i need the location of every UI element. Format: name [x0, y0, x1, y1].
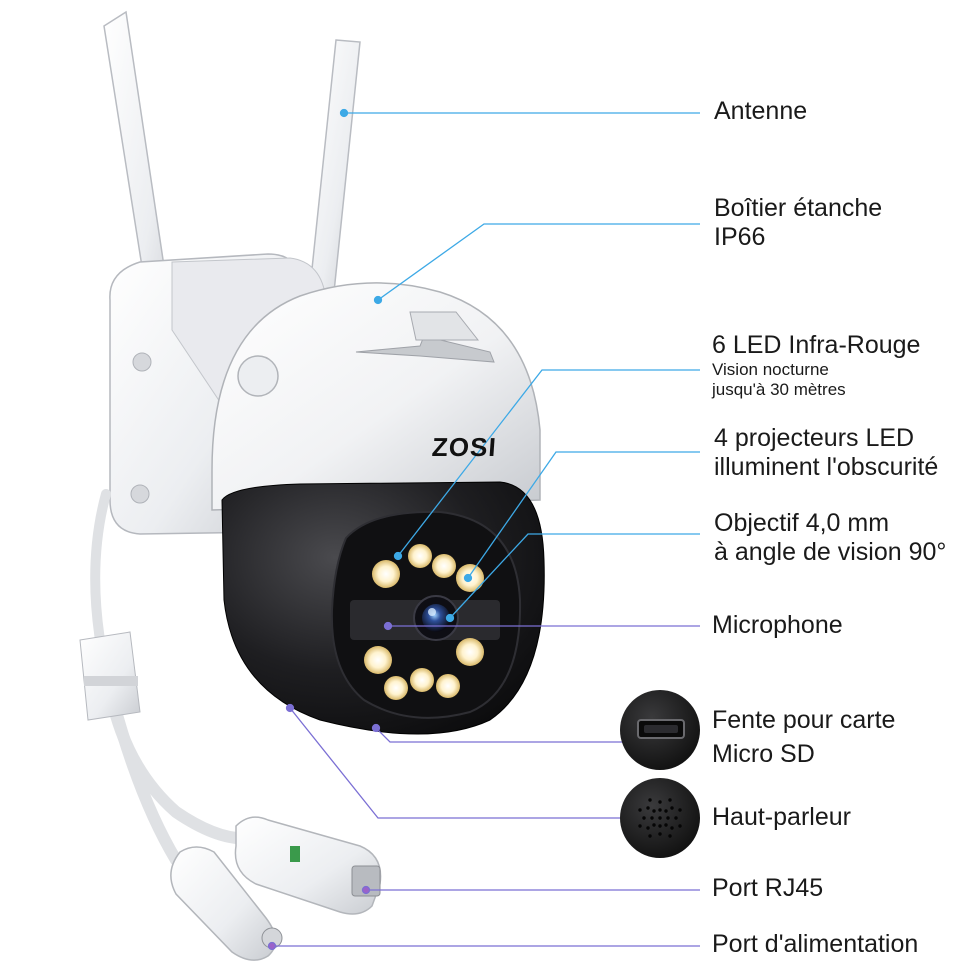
label-microphone-text: Microphone — [712, 611, 843, 639]
label-ir-led: 6 LED Infra-Rouge Vision nocturne jusqu'… — [712, 331, 920, 400]
led — [410, 668, 434, 692]
grille-hole — [664, 823, 668, 827]
antenna-right — [309, 39, 361, 293]
black-body — [221, 481, 545, 735]
dome-housing — [211, 282, 541, 511]
label-ir-sub1: Vision nocturne — [712, 360, 829, 379]
cable-splitter — [79, 631, 141, 721]
lens — [413, 595, 459, 641]
grille-hole — [658, 800, 662, 804]
leader-dot — [339, 108, 349, 118]
grille-hole — [658, 832, 662, 836]
label-rj45-text: Port RJ45 — [712, 874, 824, 902]
grille-hole — [678, 824, 682, 828]
grille-hole — [658, 808, 662, 812]
led — [432, 554, 456, 578]
label-lens: Objectif 4,0 mm à angle de vision 90° — [714, 509, 946, 567]
grille-hole — [646, 806, 650, 810]
leader-lines — [267, 108, 700, 951]
leader-dot — [371, 723, 381, 733]
label-antenna-text: Antenne — [714, 97, 808, 125]
label-housing-line1: Boîtier étanche — [714, 194, 883, 222]
led — [364, 646, 392, 674]
leader-spotlight — [467, 451, 700, 579]
grille-hole — [678, 808, 682, 812]
label-antenna: Antenne — [714, 97, 807, 126]
grille-hole — [638, 808, 642, 812]
grille-hole — [648, 834, 652, 838]
leader-dot — [463, 573, 473, 583]
label-sd: Fente pour carte Micro SD — [712, 703, 895, 771]
grille-hole — [664, 809, 668, 813]
leader-dot — [445, 613, 455, 623]
brand-logo: ZOSI — [430, 432, 498, 462]
leader-lens — [449, 533, 700, 619]
led-array — [364, 544, 484, 700]
led — [372, 560, 400, 588]
label-sd-line1: Fente pour carte — [712, 706, 896, 734]
grille-hole — [648, 798, 652, 802]
leader-dot — [267, 941, 277, 951]
leader-dot — [361, 885, 371, 895]
grille-hole — [642, 816, 646, 820]
grille-hole — [668, 798, 672, 802]
grille-hole — [670, 826, 674, 830]
leader-dot — [373, 295, 383, 305]
label-spot-line2: illuminent l'obscurité — [714, 453, 939, 481]
rj45-connector — [234, 816, 382, 915]
label-power-text: Port d'alimentation — [712, 930, 919, 958]
grille-hole — [646, 826, 650, 830]
label-lens-line2: à angle de vision 90° — [714, 538, 947, 566]
micro-sd-slot-icon — [620, 690, 700, 770]
label-housing: Boîtier étanche IP66 — [714, 194, 882, 252]
label-housing-line2: IP66 — [714, 223, 766, 251]
label-spotlights: 4 projecteurs LED illuminent l'obscurité — [714, 424, 938, 482]
label-speaker: Haut-parleur — [712, 803, 851, 832]
label-ir-sub2: jusqu'à 30 mètres — [712, 380, 846, 399]
leader-dot — [285, 703, 295, 713]
leader-dot — [393, 551, 403, 561]
leader-speaker — [289, 707, 624, 819]
grille-hole — [652, 809, 656, 813]
label-ir-title: 6 LED Infra-Rouge — [712, 331, 921, 359]
label-sd-line2: Micro SD — [712, 740, 815, 768]
grille-hole — [638, 824, 642, 828]
leader-housing — [377, 223, 700, 301]
grille-hole — [652, 823, 656, 827]
grille-hole — [658, 816, 662, 820]
led — [436, 674, 460, 698]
label-spot-line1: 4 projecteurs LED — [714, 424, 915, 452]
led — [408, 544, 432, 568]
grille-hole — [670, 806, 674, 810]
label-lens-line1: Objectif 4,0 mm — [714, 509, 890, 537]
grille-hole — [674, 816, 678, 820]
grille-hole — [668, 834, 672, 838]
leader-sd — [375, 727, 624, 743]
grille-hole — [650, 816, 654, 820]
label-power: Port d'alimentation — [712, 930, 918, 959]
leader-ir — [397, 369, 700, 557]
led — [384, 676, 408, 700]
led — [456, 638, 484, 666]
power-connector — [170, 846, 283, 961]
speaker-grille-icon — [620, 778, 700, 858]
label-rj45: Port RJ45 — [712, 874, 823, 903]
label-microphone: Microphone — [712, 611, 843, 640]
label-speaker-text: Haut-parleur — [712, 803, 851, 831]
grille-hole — [658, 824, 662, 828]
leader-dot — [383, 621, 393, 631]
cable — [90, 489, 258, 866]
grille-hole — [666, 816, 670, 820]
